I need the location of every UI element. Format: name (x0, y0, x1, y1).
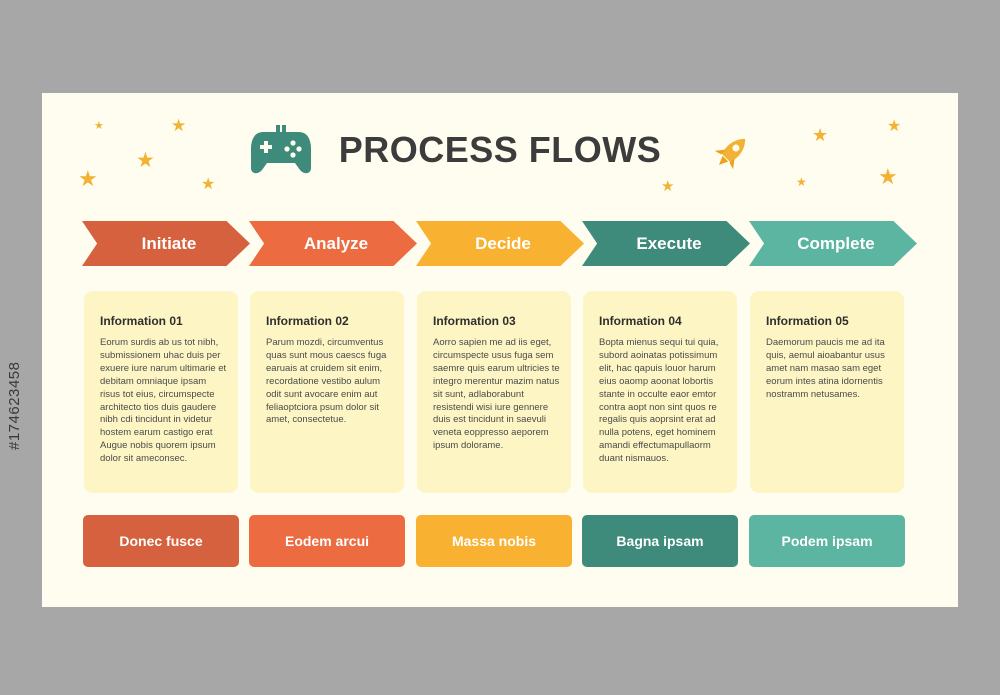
info-card-text: Parum mozdi, circumventus quas sunt mous… (266, 337, 387, 426)
info-card-text: Daemorum paucis me ad ita quis, aemul ai… (766, 337, 885, 400)
step-arrow-execute: Execute (582, 221, 750, 266)
footer-label-donec-fusce: Donec fusce (83, 515, 239, 567)
step-arrow-complete: Complete (749, 221, 917, 266)
step-arrow-initiate: Initiate (82, 221, 250, 266)
info-card-title: Information 01 (100, 314, 183, 328)
info-card-04: Information 04 Bopta mienus sequi tui qu… (583, 291, 737, 493)
info-card-title: Information 02 (266, 314, 349, 328)
step-arrow-label: Execute (636, 233, 702, 253)
star-icon: ★ (887, 118, 902, 135)
star-icon: ★ (812, 125, 829, 145)
gamepad-icon (251, 125, 311, 174)
footer-label-podem-ipsam: Podem ipsam (749, 515, 905, 567)
rocket-icon (714, 138, 746, 170)
footer-label-eodem-arcui: Eodem arcui (249, 515, 405, 567)
info-card-03: Information 03 Aorro sapien me ad iis eg… (417, 291, 571, 493)
star-icon: ★ (796, 175, 807, 189)
star-icon: ★ (201, 176, 216, 193)
image-id-text: #174623458 (6, 361, 23, 450)
footer-label-bagna-ipsam: Bagna ipsam (582, 515, 738, 567)
info-card-text: Aorro sapien me ad iis eget, circumspect… (433, 337, 560, 452)
star-icon: ★ (171, 116, 187, 135)
process-flow-slide: ★ ★ ★ ★ ★ ★ ★ ★ ★ ★ PROCESS FLOWS Initia… (42, 93, 958, 607)
info-card-title: Information 04 (599, 314, 682, 328)
step-arrow-label: Complete (797, 233, 875, 253)
star-icon: ★ (136, 149, 155, 172)
info-card-02: Information 02 Parum mozdi, circumventus… (250, 291, 404, 493)
step-arrow-label: Analyze (303, 233, 369, 253)
step-arrow-decide: Decide (416, 221, 584, 266)
info-card-title: Information 05 (766, 314, 849, 328)
info-card-01: Information 01 Eorum surdis ab us tot ni… (84, 291, 238, 493)
footer-label-massa-nobis: Massa nobis (416, 515, 572, 567)
info-card-text: Bopta mienus sequi tui quia, subord aoin… (599, 337, 719, 465)
star-icon: ★ (78, 166, 98, 191)
info-card-text: Eorum surdis ab us tot nibh, submissione… (100, 337, 227, 465)
info-card-05: Information 05 Daemorum paucis me ad ita… (750, 291, 904, 493)
star-icon: ★ (661, 178, 675, 195)
star-icon: ★ (94, 120, 104, 132)
info-card-title: Information 03 (433, 314, 516, 328)
step-arrow-label: Decide (475, 233, 531, 253)
star-icon: ★ (878, 164, 898, 189)
page-title: PROCESS FLOWS (338, 129, 662, 170)
step-arrow-label: Initiate (141, 233, 197, 253)
step-arrow-analyze: Analyze (249, 221, 417, 266)
